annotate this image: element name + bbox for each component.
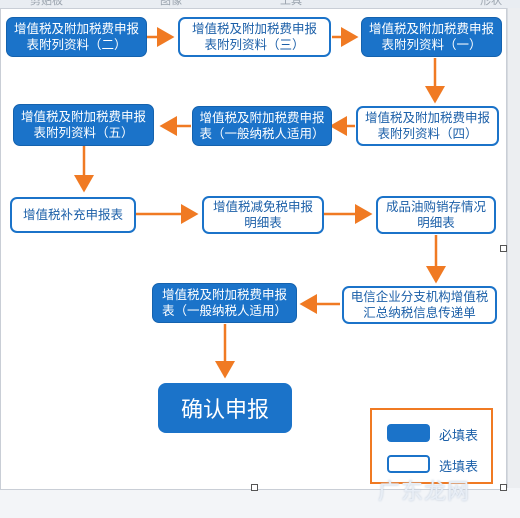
toolbar-item[interactable]: 形状 [480, 0, 502, 7]
node-attachment-5[interactable]: 增值税及附加税费申报表附列资料（五） [13, 104, 154, 146]
legend-required-label: 必填表 [439, 429, 479, 444]
watermark: 广东龙网 [378, 480, 471, 505]
legend-optional-swatch [387, 455, 430, 473]
legend: 必填表 选填表 [370, 408, 493, 484]
vertical-scrollbar[interactable] [507, 8, 520, 488]
node-telecom-summary[interactable]: 电信企业分支机构增值税汇总纳税信息传递单 [342, 286, 497, 324]
resize-handle[interactable] [251, 484, 258, 491]
confirm-button[interactable]: 确认申报 [158, 383, 292, 433]
node-main-return[interactable]: 增值税及附加税费申报表（一般纳税人适用） [192, 106, 332, 146]
node-attachment-4[interactable]: 增值税及附加税费申报表附列资料（四） [356, 106, 499, 146]
node-supplement-return[interactable]: 增值税补充申报表 [10, 197, 136, 233]
toolbar-strip: 剪贴板 图像 工具 形状 [0, 0, 520, 8]
toolbar-item[interactable]: 图像 [160, 0, 182, 7]
legend-optional-label: 选填表 [439, 460, 479, 475]
node-attachment-3[interactable]: 增值税及附加税费申报表附列资料（三） [178, 17, 331, 57]
node-reduction-detail[interactable]: 增值税减免税申报明细表 [202, 196, 324, 234]
resize-handle[interactable] [500, 484, 507, 491]
node-oil-detail[interactable]: 成品油购销存情况明细表 [376, 196, 496, 234]
node-attachment-2[interactable]: 增值税及附加税费申报表附列资料（二） [6, 17, 147, 57]
legend-required-swatch [387, 424, 430, 442]
node-main-return-2[interactable]: 增值税及附加税费申报表（一般纳税人适用） [152, 283, 297, 323]
toolbar-item[interactable]: 剪贴板 [30, 0, 63, 7]
resize-handle[interactable] [500, 245, 507, 252]
node-attachment-1[interactable]: 增值税及附加税费申报表附列资料（一） [361, 17, 502, 57]
toolbar-item[interactable]: 工具 [280, 0, 302, 7]
